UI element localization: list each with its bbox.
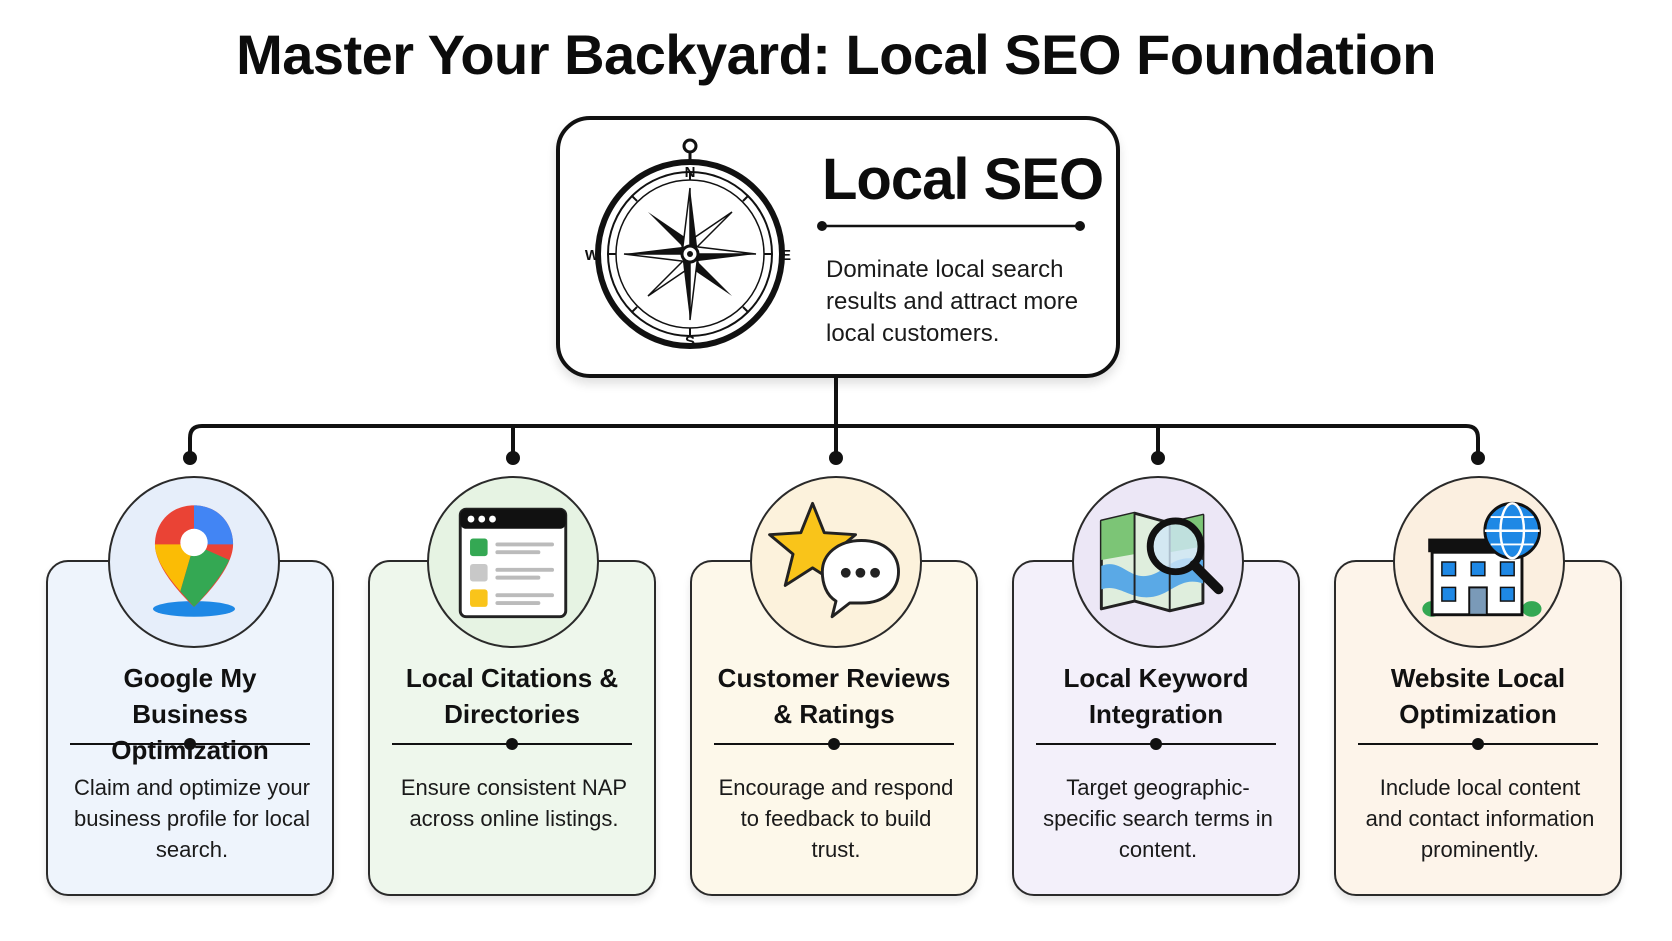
directory-listing-icon — [427, 476, 599, 648]
compass-label-w: W — [585, 247, 600, 264]
pillar-title: Customer Reviews & Ratings — [717, 663, 951, 729]
pillar-card-google-my-business: Google My Business Optimization Claim an… — [46, 560, 334, 896]
pillar-card-local-keyword: Local Keyword Integration Target geograp… — [1012, 560, 1300, 896]
map-pin-icon — [108, 476, 280, 648]
star-review-icon — [750, 476, 922, 648]
hub-title: Local SEO — [822, 147, 1104, 212]
pillar-title: Website Local Optimization — [1390, 663, 1566, 729]
pillar-title: Local Keyword Integration — [1063, 663, 1249, 729]
pillar-description: Include local content and contact inform… — [1365, 775, 1595, 862]
hub-divider — [817, 221, 1085, 231]
local-seo-hub: N S W E Local SEO Dominate local search … — [556, 116, 1120, 378]
compass-label-s: S — [685, 333, 695, 350]
pillar-divider — [714, 738, 954, 750]
building-globe-icon — [1393, 476, 1565, 648]
pillar-description: Encourage and respond to feedback to bui… — [718, 775, 954, 862]
pillar-divider — [392, 738, 632, 750]
pillar-divider — [1358, 738, 1598, 750]
compass-label-n: N — [685, 164, 696, 181]
pillar-description: Target geographic-specific search terms … — [1043, 775, 1273, 862]
pillar-divider — [70, 738, 310, 750]
pillar-description: Claim and optimize your business profile… — [73, 775, 310, 862]
compass-icon: N S W E — [585, 138, 791, 350]
pillar-title: Google My Business Optimization — [111, 663, 269, 765]
pillar-divider — [1036, 738, 1276, 750]
map-search-icon — [1072, 476, 1244, 648]
pillar-card-website-local: Website Local Optimization Include local… — [1334, 560, 1622, 896]
compass-label-e: E — [781, 247, 791, 264]
page-title: Master Your Backyard: Local SEO Foundati… — [236, 23, 1436, 86]
pillar-title: Local Citations & Directories — [405, 663, 619, 729]
pillar-description: Ensure consistent NAP across online list… — [400, 775, 628, 831]
hub-description: Dominate local search results and attrac… — [826, 256, 1079, 347]
